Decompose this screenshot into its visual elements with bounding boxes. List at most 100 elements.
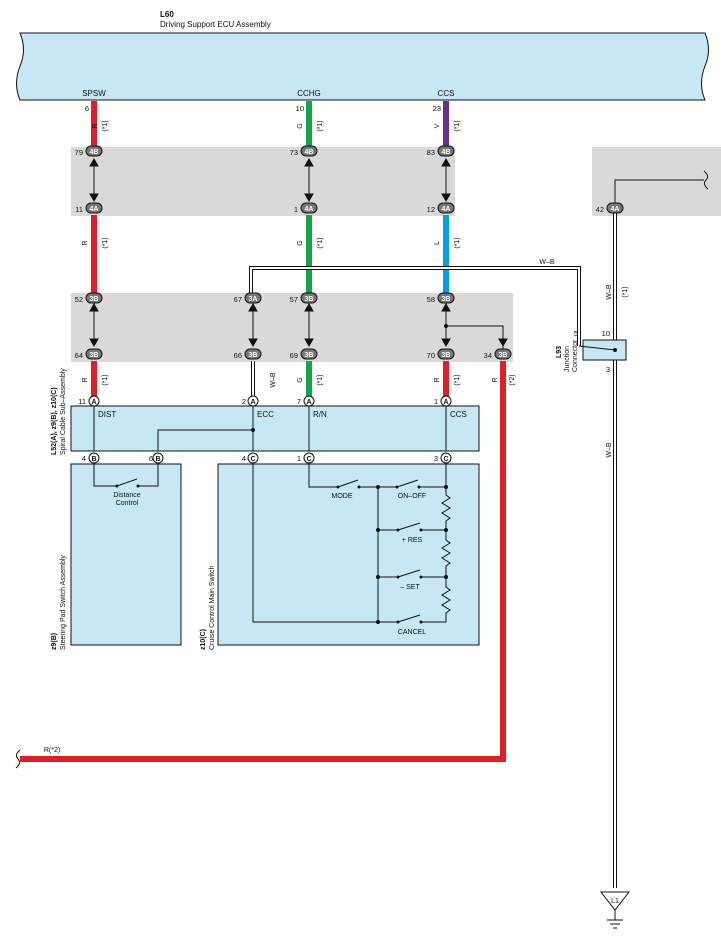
wire-note-r2: (*2) bbox=[509, 374, 516, 385]
cancel-contact bbox=[419, 620, 423, 624]
wire-spsw-2 bbox=[91, 215, 97, 295]
wire-spsw-3 bbox=[91, 361, 97, 398]
wire-code-ccs-3: R bbox=[434, 377, 441, 382]
wire-note-ccs-3: (*1) bbox=[454, 374, 461, 385]
cruise-switch-box bbox=[217, 463, 480, 646]
pin-83: 83 bbox=[427, 148, 435, 157]
ecu-signal-spsw: SPSW bbox=[82, 89, 106, 98]
switch-set-label: – SET bbox=[400, 584, 420, 591]
spiral-bconn-5: C bbox=[443, 456, 448, 463]
spiral-name: Spiral Cable Sub–Assembly bbox=[60, 368, 67, 455]
conn-73: 4B bbox=[305, 149, 314, 156]
wire-code-ccs-1: V bbox=[434, 123, 441, 128]
wire-code-cchg-1: G bbox=[297, 123, 304, 128]
wire-wb-inner bbox=[250, 267, 580, 346]
wire-note-ccs-2: (*1) bbox=[454, 237, 461, 248]
pin-79: 79 bbox=[75, 148, 83, 157]
wire-ccs-2 bbox=[443, 215, 449, 295]
spiral-conn-ecc: A bbox=[250, 399, 255, 406]
spiral-bpin-4c: 4 bbox=[242, 454, 246, 463]
pin-58: 58 bbox=[427, 295, 435, 304]
junction-wire-top: W–B bbox=[606, 284, 613, 300]
onoff-contact bbox=[417, 485, 421, 489]
spiral-cable-box bbox=[70, 405, 480, 452]
connector-band-4 bbox=[71, 147, 455, 216]
conn-66: 3B bbox=[249, 352, 258, 359]
spiral-label-ecc: ECC bbox=[257, 410, 274, 419]
ecu-pin-spsw: 6 bbox=[85, 104, 89, 113]
spiral-pin-1: 1 bbox=[434, 397, 438, 406]
conn-34: 3B bbox=[499, 352, 508, 359]
steering-switch-blade bbox=[116, 478, 138, 487]
spiral-conn-ccs: A bbox=[443, 399, 448, 406]
wire-wb-label: W–B bbox=[539, 259, 555, 266]
spiral-bconn-3: C bbox=[250, 456, 255, 463]
ground-triangle bbox=[599, 891, 631, 911]
conn-58: 3B bbox=[442, 296, 451, 303]
wire-break-right bbox=[703, 170, 709, 190]
steering-switch-label-2: Control bbox=[116, 500, 139, 507]
spiral-bconn-4: C bbox=[306, 456, 311, 463]
ecu-signal-ccs: CCS bbox=[438, 89, 455, 98]
spiral-label-rn: R/N bbox=[313, 410, 327, 419]
spiral-bpin-3c: 3 bbox=[434, 454, 438, 463]
pin-64: 64 bbox=[75, 351, 83, 360]
mode-contact bbox=[357, 485, 361, 489]
wire-cchg-1 bbox=[306, 101, 312, 148]
junction-box bbox=[582, 339, 627, 361]
spiral-label-ccs: CCS bbox=[450, 410, 467, 419]
wire-note-spsw-2: (*1) bbox=[102, 237, 109, 248]
spiral-pin-7: 7 bbox=[297, 397, 301, 406]
connector-row-3: 3B 52 3A 67 3B 57 3B 58 bbox=[75, 292, 455, 304]
res-blade bbox=[397, 522, 421, 531]
resistor-1 bbox=[441, 487, 451, 530]
steering-switch-contact bbox=[136, 484, 140, 488]
spiral-bconn-2: B bbox=[155, 456, 160, 463]
spiral-bottom-pin-circles: B B C C C bbox=[88, 452, 452, 464]
spiral-bconn-1: B bbox=[91, 456, 96, 463]
wire-code-spsw-2: R bbox=[82, 240, 89, 245]
wire-code-cchg-3: G bbox=[297, 377, 304, 382]
wire-ccs-3 bbox=[443, 361, 449, 398]
spiral-top-pin-circles: A A A A bbox=[88, 395, 452, 407]
mode-blade bbox=[337, 479, 359, 488]
pin-1: 1 bbox=[294, 205, 298, 214]
wire-cchg-2 bbox=[306, 215, 312, 295]
junction-pin-bottom: 3 bbox=[606, 365, 610, 374]
connector-arrows bbox=[89, 157, 508, 348]
connector-row-2: 4A 11 4A 1 4A 12 4A 42 bbox=[75, 202, 624, 214]
conn-64: 3B bbox=[90, 352, 99, 359]
junction-name-1: Junction bbox=[564, 346, 571, 372]
spiral-bpin-6b: 6 bbox=[149, 454, 153, 463]
pin-69: 69 bbox=[290, 351, 298, 360]
switch-mode-label: MODE bbox=[332, 493, 353, 500]
wire-r2 bbox=[20, 361, 506, 762]
spiral-bpin-4b: 4 bbox=[82, 454, 86, 463]
pin-34: 34 bbox=[484, 351, 492, 360]
junction-name-2: Connector bbox=[572, 339, 579, 372]
conn-67: 3A bbox=[249, 296, 258, 303]
switch-cancel-label: CANCEL bbox=[398, 629, 427, 636]
pin-52: 52 bbox=[75, 295, 83, 304]
wire-cchg-3 bbox=[306, 361, 312, 398]
steering-switch-label-1: Distance bbox=[113, 492, 140, 499]
conn-42: 4A bbox=[611, 206, 620, 213]
set-contact bbox=[419, 575, 423, 579]
conn-12: 4A bbox=[442, 206, 451, 213]
steering-line-left bbox=[93, 464, 116, 487]
junction-pin-in: 5 bbox=[574, 329, 578, 338]
ecu-name: Driving Support ECU Assembly bbox=[160, 20, 271, 29]
ecu-box bbox=[16, 32, 709, 101]
junction-link bbox=[578, 345, 616, 351]
wire-break-left bbox=[15, 749, 21, 769]
pin-12: 12 bbox=[427, 205, 435, 214]
wire-code-r2: R bbox=[492, 377, 499, 382]
cruise-line-rn bbox=[308, 464, 337, 488]
connector-row-1: 4B 79 4B 73 4B 83 bbox=[75, 145, 455, 157]
wire-note-spsw-3: (*1) bbox=[102, 374, 109, 385]
wire-ccs-1 bbox=[443, 101, 449, 148]
wire-note-spsw-1: (*1) bbox=[102, 120, 109, 131]
wire-note-cchg-2: (*1) bbox=[317, 237, 324, 248]
junction-pin-top: 10 bbox=[602, 329, 610, 338]
